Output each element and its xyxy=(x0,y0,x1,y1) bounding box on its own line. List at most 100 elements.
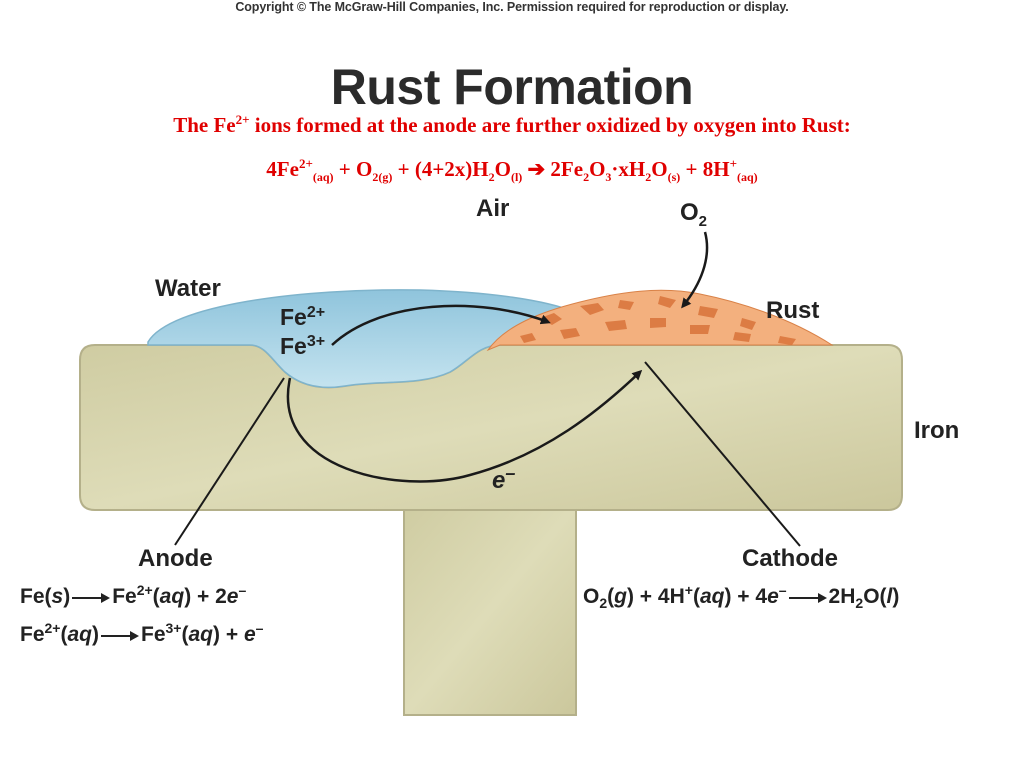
copyright-notice: Copyright © The McGraw-Hill Companies, I… xyxy=(235,0,789,14)
ion-migration-arrow xyxy=(331,304,551,346)
rxn-text: ( xyxy=(152,585,160,608)
rxn-electron: e xyxy=(226,585,239,608)
eq-term: + 8H xyxy=(680,157,730,181)
rxn-electron: e xyxy=(243,623,256,646)
fe2-symbol: Fe xyxy=(280,304,307,330)
rxn-state: aq xyxy=(699,585,725,608)
rxn-charge: 2+ xyxy=(136,582,153,598)
eq-sub: 2 xyxy=(583,170,590,185)
rxn-state: aq xyxy=(159,585,185,608)
rxn-charge: – xyxy=(255,620,264,636)
rxn-text: ) xyxy=(892,585,900,608)
electron-charge: – xyxy=(505,463,515,483)
eq-sup: 2+ xyxy=(298,156,313,171)
eq-sub: (l) xyxy=(510,170,523,185)
rxn-text: ( xyxy=(692,585,700,608)
cathode-reaction: O2(g) + 4H+(aq) + 4e–2H2O(l) xyxy=(583,582,899,611)
rxn-text: O xyxy=(583,585,600,608)
eq-term: xH xyxy=(618,157,646,181)
rxn-text: ) xyxy=(63,585,71,608)
electron-label: e– xyxy=(492,463,515,494)
fe3-symbol: Fe xyxy=(280,333,307,359)
water-label: Water xyxy=(155,275,221,302)
anode-reaction-2: Fe2+(aq)Fe3+(aq) + e– xyxy=(20,620,263,647)
rxn-state: aq xyxy=(188,623,213,646)
electron-symbol: e xyxy=(492,467,505,494)
rust-label: Rust xyxy=(766,297,819,324)
eq-term: O xyxy=(494,157,511,181)
rxn-text: ) + 4 xyxy=(724,585,768,608)
rxn-state: l xyxy=(886,585,893,608)
subtitle-prefix: The Fe xyxy=(173,113,236,137)
eq-arrow: ➔ xyxy=(522,157,551,181)
oxygen-subscript: 2 xyxy=(699,213,707,230)
iron-slab xyxy=(79,344,903,511)
rxn-charge: 3+ xyxy=(165,620,182,636)
rxn-state: s xyxy=(51,585,64,608)
rxn-text: O( xyxy=(863,585,887,608)
subtitle-charge: 2+ xyxy=(235,112,250,127)
rxn-text: Fe xyxy=(112,585,137,608)
eq-sub: 3 xyxy=(605,170,612,185)
eq-sup: + xyxy=(729,156,738,171)
eq-term: O xyxy=(651,157,668,181)
page-title: Rust Formation xyxy=(330,59,694,115)
eq-sub: (s) xyxy=(667,170,681,185)
reaction-arrow-icon xyxy=(72,593,111,603)
fe3-charge: 3+ xyxy=(307,333,325,350)
fe2-label: Fe2+ xyxy=(280,304,325,330)
rxn-text: ) xyxy=(92,623,99,646)
rxn-text: ( xyxy=(607,585,615,608)
eq-sub: (aq) xyxy=(737,170,758,185)
subtitle-suffix: ions formed at the anode are further oxi… xyxy=(249,113,851,137)
air-label: Air xyxy=(476,195,509,222)
rxn-subscript: 2 xyxy=(855,595,864,612)
eq-sub: 2 xyxy=(645,170,652,185)
reaction-arrow-icon xyxy=(788,593,827,603)
cathode-leader-line xyxy=(644,361,801,547)
iron-label: Iron xyxy=(914,417,959,444)
eq-sub: 2 xyxy=(488,170,495,185)
rxn-charge: + xyxy=(684,582,693,598)
iron-stem xyxy=(403,504,577,716)
rxn-subscript: 2 xyxy=(599,595,608,612)
oxygen-label: O2 xyxy=(680,199,707,230)
rxn-charge: 2+ xyxy=(44,620,61,636)
rxn-text: ) + 4H xyxy=(626,585,685,608)
anode-label: Anode xyxy=(138,545,213,572)
eq-term: + O xyxy=(333,157,373,181)
rxn-text: 2H xyxy=(828,585,856,608)
anode-reaction-1: Fe(s) Fe2+(aq) + 2e– xyxy=(20,582,246,609)
eq-term: + (4+2x)H xyxy=(392,157,489,181)
rxn-charge: – xyxy=(238,582,247,598)
eq-term: 4Fe xyxy=(266,157,299,181)
rust-texture xyxy=(520,296,796,345)
fe3-label: Fe3+ xyxy=(280,333,325,359)
eq-dot: · xyxy=(611,157,619,181)
rxn-state: aq xyxy=(67,623,92,646)
rust-equation: 4Fe2+(aq) + O2(g) + (4+2x)H2O(l) ➔ 2Fe2O… xyxy=(0,156,1024,185)
electron-flow-arrow xyxy=(286,369,643,483)
rxn-text: ) + 2 xyxy=(184,585,227,608)
reaction-arrow-icon xyxy=(101,631,139,641)
eq-term: 2Fe xyxy=(550,157,584,181)
oxygen-symbol: O xyxy=(680,199,699,226)
rxn-text: Fe xyxy=(20,623,45,646)
cathode-label: Cathode xyxy=(742,545,838,572)
subtitle: The Fe2+ ions formed at the anode are fu… xyxy=(0,112,1024,138)
rxn-charge: – xyxy=(778,582,787,598)
oxygen-arrow xyxy=(681,231,709,309)
rxn-text: ( xyxy=(181,623,189,646)
rxn-text: Fe xyxy=(141,623,166,646)
rxn-text: Fe( xyxy=(20,585,52,608)
eq-term: O xyxy=(589,157,606,181)
fe2-charge: 2+ xyxy=(307,304,325,321)
eq-sub: (aq) xyxy=(312,170,334,185)
anode-leader-line xyxy=(174,377,285,546)
eq-sub: 2(g) xyxy=(372,170,393,185)
rxn-text: ( xyxy=(60,623,68,646)
rxn-state: g xyxy=(614,585,627,608)
rxn-electron: e xyxy=(767,585,779,608)
